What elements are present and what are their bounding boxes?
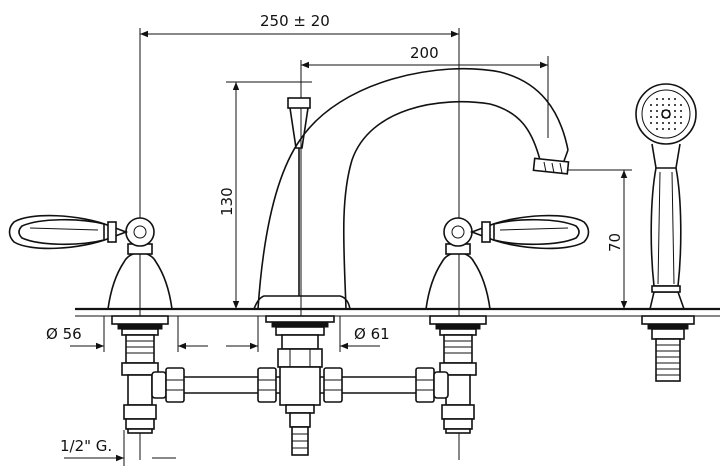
dimension-thread: 1/2" G. <box>60 430 176 466</box>
dimension-label-thread: 1/2" G. <box>60 437 112 455</box>
dimension-label-reach: 200 <box>410 44 439 62</box>
spout <box>253 67 570 310</box>
dimension-label-height: 130 <box>218 187 236 216</box>
dimension-label-handle-dia: Ø 56 <box>46 325 82 343</box>
left-valve <box>8 214 173 310</box>
dimension-handshower-height: 70 <box>552 169 632 309</box>
popup-rod <box>287 97 311 296</box>
spout-shank <box>265 315 335 368</box>
right-valve-shank <box>429 315 487 434</box>
left-valve-shank <box>111 315 169 434</box>
dimension-label-spout-dia: Ø 61 <box>354 325 390 343</box>
dimension-label-handshower: 70 <box>606 233 624 252</box>
dimension-spout-diameter: Ø 61 <box>226 316 390 352</box>
connecting-pipe <box>151 366 449 456</box>
deck-surface <box>75 307 720 317</box>
dimension-spout-reach: 200 <box>300 44 549 320</box>
dimension-handle-diameter: Ø 56 <box>46 316 208 352</box>
hand-shower <box>635 83 697 310</box>
dimension-label-width: 250 ± 20 <box>260 12 330 30</box>
dimension-spout-height: 130 <box>218 81 312 309</box>
handshower-shank <box>641 315 695 382</box>
right-valve <box>425 214 590 310</box>
